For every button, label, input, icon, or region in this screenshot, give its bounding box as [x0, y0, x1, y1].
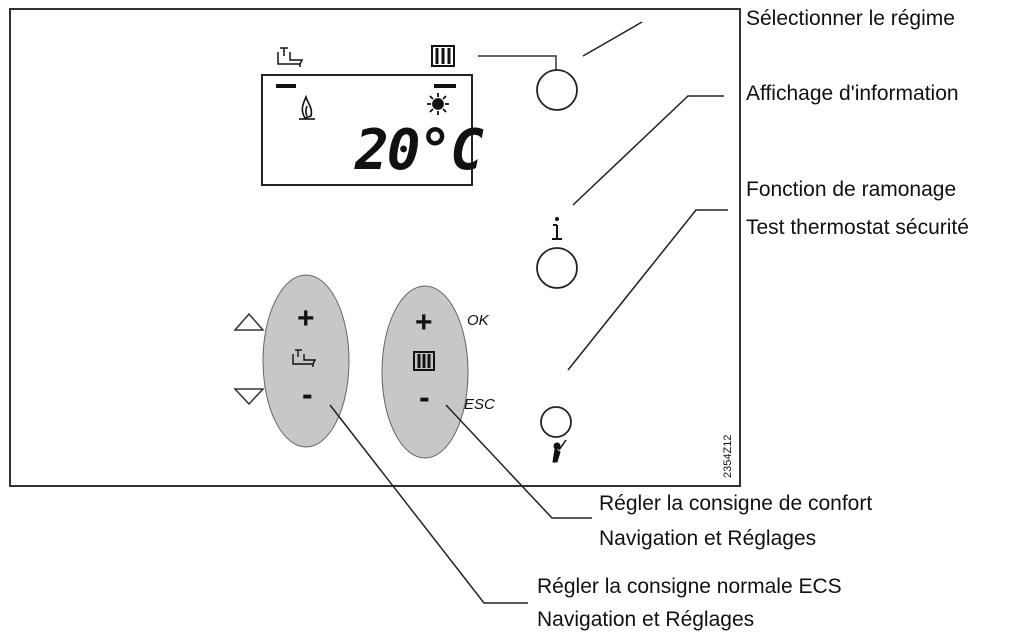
- tap-icon: [292, 349, 317, 367]
- leader-info-display: [572, 95, 724, 206]
- callout-chimney-line1: Fonction de ramonage: [746, 178, 957, 201]
- leader-dhw-setpoint: [329, 404, 528, 604]
- reference-number: 2354Z12: [722, 434, 734, 478]
- radiator-icon: [413, 351, 435, 371]
- sun-icon: [427, 93, 449, 115]
- esc-label: ESC: [464, 396, 495, 413]
- down-arrow-icon: [233, 388, 265, 406]
- info-icon: [552, 217, 562, 240]
- leader-comfort-setpoint: [445, 404, 592, 519]
- mode-connector-line: [478, 55, 557, 70]
- callout-dhw-line2: Navigation et Réglages: [537, 608, 755, 631]
- flame-icon: [299, 94, 315, 120]
- leader-mode-select: [582, 21, 643, 57]
- callout-mode-select: Sélectionner le régime: [746, 7, 955, 30]
- controller-panel: [9, 8, 741, 487]
- dhw-minus-symbol: -: [302, 376, 313, 412]
- lcd-display: [261, 74, 473, 186]
- comfort-minus-symbol: -: [419, 379, 430, 415]
- callout-info-display: Affichage d'information: [746, 82, 959, 105]
- dhw-plus-symbol: +: [297, 302, 315, 335]
- callout-comfort-line2: Navigation et Réglages: [599, 527, 817, 550]
- callout-chimney-line2: Test thermostat sécurité: [746, 216, 969, 239]
- info-button[interactable]: [536, 247, 578, 289]
- leader-chimney-sweep: [567, 209, 728, 371]
- chimney-sweep-button[interactable]: [540, 406, 572, 438]
- callout-comfort-line1: Régler la consigne de confort: [599, 492, 873, 515]
- tap-icon: [277, 47, 304, 67]
- radiator-icon: [431, 45, 455, 67]
- callout-dhw-line1: Régler la consigne normale ECS: [537, 575, 842, 598]
- ok-label: OK: [467, 312, 489, 329]
- chimney-sweep-icon: [552, 439, 567, 463]
- dhw-setpoint-knob[interactable]: [262, 274, 350, 448]
- comfort-plus-symbol: +: [415, 306, 433, 339]
- lcd-temperature: 20°C: [355, 118, 484, 183]
- mode-select-button[interactable]: [536, 69, 578, 111]
- comfort-setpoint-knob[interactable]: [381, 285, 469, 459]
- up-arrow-icon: [233, 312, 265, 331]
